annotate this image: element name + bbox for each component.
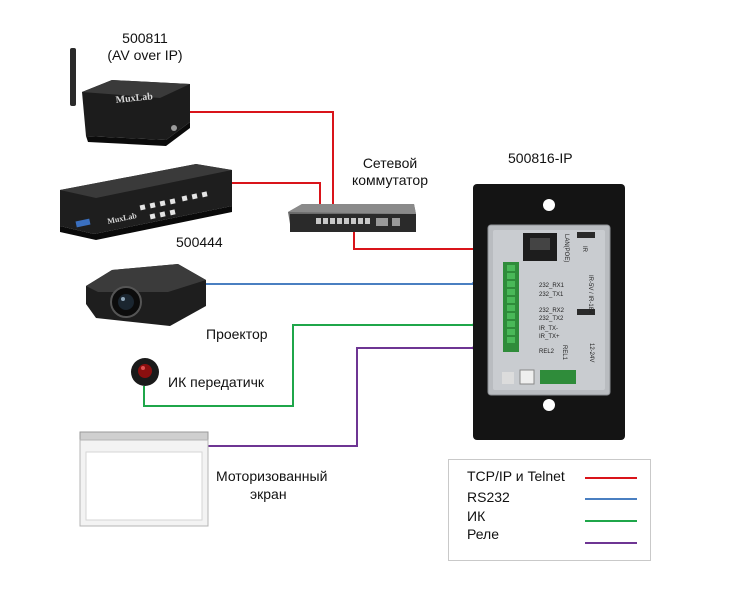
label-500816ip: 500816-IP	[508, 150, 573, 166]
plate-tx1-label: 232_TX1	[539, 292, 564, 298]
legend: TCP/IP и Telnet RS232 ИК Реле	[448, 459, 651, 561]
legend-label-relay: Реле	[467, 526, 499, 542]
plate-rel2-label: REL2	[539, 349, 555, 355]
plate-irvoltage-label: IR-5V / IR-18V	[587, 275, 593, 314]
label-switch-line2: коммутатор	[351, 172, 429, 188]
plate-rx1-label: 232_RX1	[539, 283, 565, 289]
plate-tx2-label: 232_TX2	[539, 316, 564, 322]
legend-label-tcpip: TCP/IP и Telnet	[467, 468, 565, 484]
plate-ir-label: IR	[581, 246, 587, 253]
legend-line-rs232	[585, 498, 637, 500]
device-500811: MuxLab	[70, 48, 190, 146]
muxlab-logo-500811: MuxLab	[115, 91, 154, 106]
label-switch-line1: Сетевой	[362, 155, 418, 171]
motorized-screen-device	[79, 431, 209, 527]
legend-line-relay	[585, 542, 637, 544]
network-switch	[288, 204, 416, 232]
label-ir-emitter: ИК передатичк	[168, 374, 265, 390]
legend-label-rs232: RS232	[467, 489, 510, 505]
legend-line-ir	[585, 520, 637, 522]
legend-label-ir: ИК	[467, 508, 486, 524]
label-projector: Проектор	[206, 326, 268, 342]
plate-lan-label: LAN(POE)	[563, 234, 569, 262]
label-500444: 500444	[176, 234, 223, 250]
wallplate-500816ip: LAN(POE) IR 232_RX1 232_TX1 232_RX2 232_…	[473, 184, 625, 440]
label-screen-line2: экран	[250, 486, 287, 502]
ir-line	[143, 324, 472, 407]
label-screen-line1: Моторизованный	[216, 468, 328, 484]
plate-rel1-label: REL1	[561, 345, 567, 361]
plate-irtx-plus-label: IR_TX+	[539, 334, 560, 340]
plate-irtx-minus-label: IR_TX-	[539, 326, 558, 332]
legend-line-tcpip	[585, 477, 637, 479]
projector-device	[86, 264, 206, 326]
device-500444: MuxLab	[60, 164, 232, 240]
ir-emitter-device	[131, 358, 159, 386]
label-500811-sub: (AV over IP)	[107, 47, 183, 63]
plate-power-label: 12-24V	[588, 343, 594, 362]
plate-rx2-label: 232_RX2	[539, 308, 565, 314]
label-500811: 500811	[122, 30, 168, 46]
relay-line	[208, 347, 472, 447]
